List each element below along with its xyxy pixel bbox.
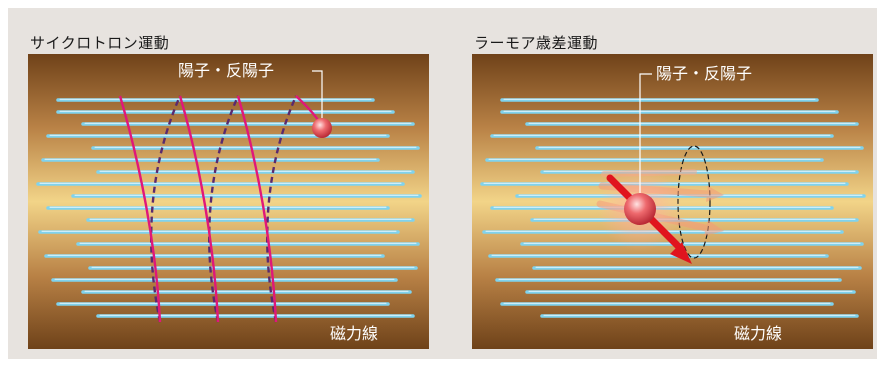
magnetic-field-lines	[36, 98, 422, 318]
panel-background	[28, 54, 429, 349]
particle-leader-line	[312, 70, 323, 118]
panel-cyclotron: 陽子・反陽子 磁力線	[28, 54, 429, 349]
spin-arrow-head	[670, 242, 692, 264]
particle-sphere-icon	[624, 193, 656, 225]
field-label: 磁力線	[330, 324, 378, 343]
panel-title-cyclotron: サイクロトロン運動	[30, 34, 170, 52]
cyclotron-diagram: 陽子・反陽子 磁力線	[28, 54, 429, 349]
cyclotron-helix	[118, 95, 324, 323]
particle-leader-line	[639, 73, 652, 193]
field-label: 磁力線	[734, 324, 782, 343]
particle-sphere-icon	[312, 118, 332, 138]
panel-larmor: 陽子・反陽子 磁力線	[472, 54, 873, 349]
panel-title-larmor: ラーモア歳差運動	[474, 34, 599, 52]
larmor-diagram: 陽子・反陽子 磁力線	[472, 54, 873, 349]
particle-label: 陽子・反陽子	[178, 61, 274, 80]
particle-label: 陽子・反陽子	[656, 64, 752, 83]
